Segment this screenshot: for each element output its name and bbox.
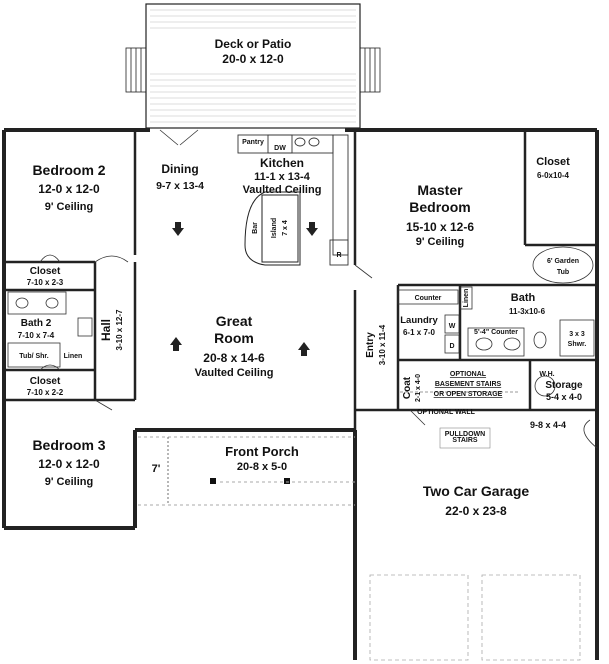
coat-name: Coat xyxy=(402,376,413,399)
room-labels: Deck or Patio 20-0 x 12-0 Dining 9-7 x 1… xyxy=(18,37,587,518)
porch-depth-label: 7' xyxy=(152,463,161,475)
laundry-counter-label: Counter xyxy=(415,295,442,302)
refrigerator-label: R xyxy=(336,252,341,259)
bar-label: Bar xyxy=(252,222,259,234)
washer-label: W xyxy=(449,323,456,330)
master-name2: Bedroom xyxy=(409,199,470,215)
door-swings xyxy=(39,129,598,449)
kitchen-counters xyxy=(237,134,349,266)
front-porch xyxy=(138,436,355,506)
master-counter-label: 5'-4" Counter xyxy=(474,329,518,336)
bedroom2-note: 9' Ceiling xyxy=(45,201,93,213)
hall-name: Hall xyxy=(99,319,113,341)
closet-hall-dim: 7-10 x 2-2 xyxy=(27,388,64,397)
master-bath-name: Bath xyxy=(511,292,536,304)
pulldown-label2: STAIRS xyxy=(452,437,477,444)
garden-tub-label: 6' Garden xyxy=(547,258,579,265)
master-name: Master xyxy=(417,182,463,198)
island-dim-label: 7 x 4 xyxy=(282,220,289,236)
bath2-name: Bath 2 xyxy=(21,318,52,329)
master-closet-name: Closet xyxy=(536,156,570,168)
bedroom2-name: Bedroom 2 xyxy=(32,162,105,178)
exterior-walls xyxy=(2,128,599,660)
laundry-dim: 6-1 x 7-0 xyxy=(403,328,436,337)
deck-outline xyxy=(145,3,361,129)
optional-stairs-label: OPTIONAL xyxy=(450,371,487,378)
bedroom2-dim: 12-0 x 12-0 xyxy=(38,182,100,196)
deck-dim: 20-0 x 12-0 xyxy=(222,52,284,66)
master-note: 9' Ceiling xyxy=(416,236,464,248)
pulldown-label: PULLDOWN xyxy=(445,431,485,438)
kitchen-name: Kitchen xyxy=(260,156,304,170)
hall-dim: 3-10 x 12-7 xyxy=(115,309,124,350)
great-room-note: Vaulted Ceiling xyxy=(195,367,274,379)
porch-name: Front Porch xyxy=(225,444,299,459)
pantry-label: Pantry xyxy=(242,139,264,146)
bath-fixtures xyxy=(7,246,595,397)
water-heater-label: W.H. xyxy=(539,371,554,378)
master-dim: 15-10 x 12-6 xyxy=(406,220,474,234)
closet-b2-name: Closet xyxy=(30,266,61,277)
shower-label: 3 x 3 xyxy=(569,331,585,338)
laundry-name: Laundry xyxy=(400,315,438,326)
garden-tub-label2: Tub xyxy=(557,269,569,276)
linen-label: Linen xyxy=(463,289,470,308)
storage-name: Storage xyxy=(545,380,583,391)
deck-steps xyxy=(125,47,381,93)
bedroom3-note: 9' Ceiling xyxy=(45,476,93,488)
kitchen-note: Vaulted Ceiling xyxy=(243,184,322,196)
optional-wall-label: OPTIONAL WALL xyxy=(417,409,476,416)
great-room-dim: 20-8 x 14-6 xyxy=(203,351,265,365)
dw-label: DW xyxy=(274,145,286,152)
dryer-label: D xyxy=(449,343,454,350)
bedroom3-dim: 12-0 x 12-0 xyxy=(38,457,100,471)
bath2-dim: 7-10 x 7-4 xyxy=(18,331,55,340)
shower-label2: Shwr. xyxy=(568,341,587,348)
closet-b2-dim: 7-10 x 2-3 xyxy=(27,278,64,287)
dining-dim: 9-7 x 13-4 xyxy=(156,180,204,192)
garage-doors xyxy=(369,574,581,661)
optional-stairs-label2: BASEMENT STAIRS xyxy=(435,381,502,388)
tub-shower-label: Tub/ Shr. xyxy=(19,353,48,360)
porch-dim: 20-8 x 5-0 xyxy=(237,461,287,473)
linen-label2: Linen xyxy=(64,353,83,360)
master-closet-dim: 6-0x10-4 xyxy=(537,171,570,180)
garage-name: Two Car Garage xyxy=(423,483,530,499)
island-label: Island xyxy=(271,218,278,238)
coat-dim: 2-1 x 4-0 xyxy=(415,374,422,402)
kitchen-dim: 11-1 x 13-4 xyxy=(254,171,311,183)
great-room-name2: Room xyxy=(214,330,254,346)
garage-dim: 22-0 x 23-8 xyxy=(445,504,507,518)
bedroom3-name: Bedroom 3 xyxy=(32,437,105,453)
dining-name: Dining xyxy=(161,162,198,176)
great-room-name: Great xyxy=(216,313,253,329)
entry-name: Entry xyxy=(365,332,376,358)
pulldown-stairs-outline xyxy=(439,427,491,449)
entry-dim: 3-10 x 11-4 xyxy=(378,324,387,365)
direction-arrows xyxy=(170,222,318,356)
garage-extra-dim: 9-8 x 4-4 xyxy=(530,420,566,430)
optional-stairs-label3: OR OPEN STORAGE xyxy=(434,391,503,398)
closet-hall-name: Closet xyxy=(30,376,61,387)
kitchen-island xyxy=(244,191,301,266)
deck-name: Deck or Patio xyxy=(215,37,292,51)
deck-boards xyxy=(150,9,356,123)
storage-dim: 5-4 x 4-0 xyxy=(546,392,582,402)
master-bath-dim: 11-3x10-6 xyxy=(509,307,546,316)
